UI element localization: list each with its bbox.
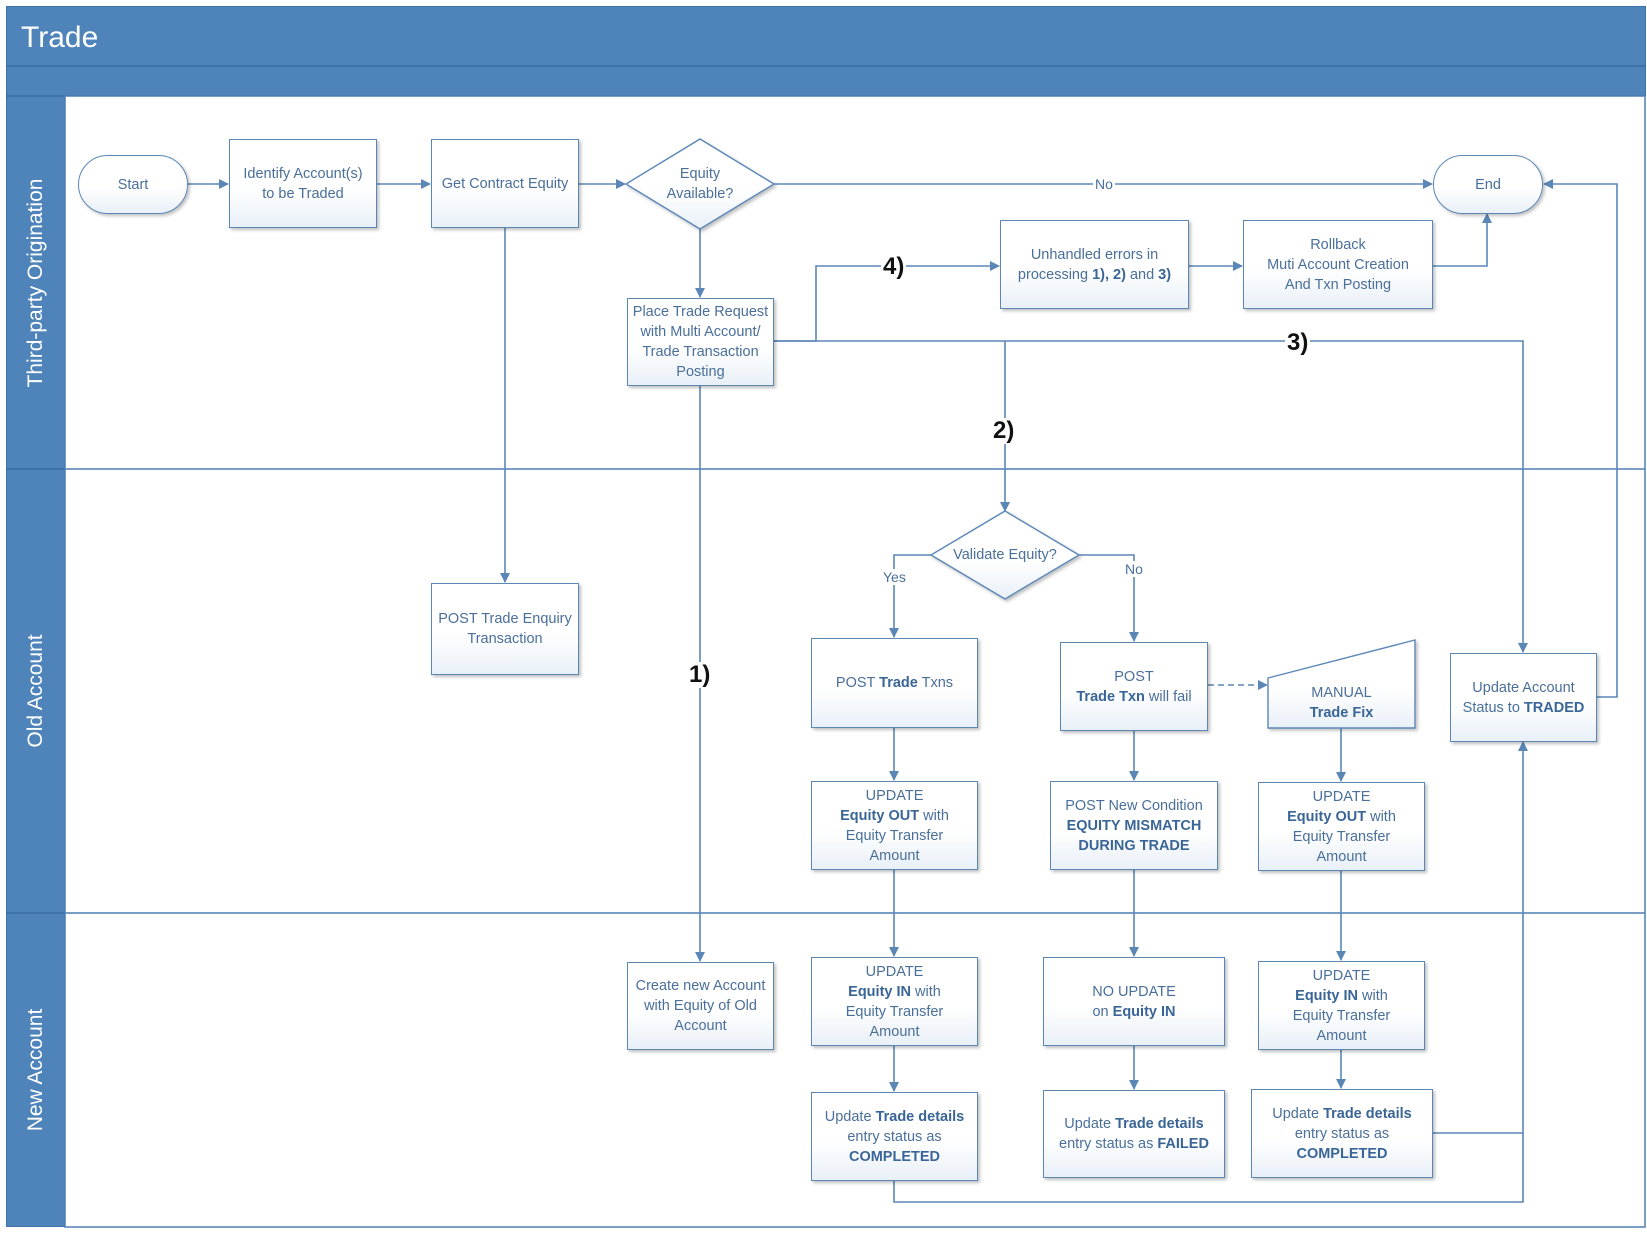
place-trade-request-label: Place Trade Request with Multi Account/ … [632, 304, 769, 380]
create-new-account-node[interactable]: Create new Account with Equity of Old Ac… [627, 962, 774, 1050]
no-update-equity-in-label: NO UPDATE on Equity IN [1092, 983, 1176, 1020]
edge-validate-no [1079, 554, 1139, 642]
post-trade-txns-label: POST Trade Txns [835, 675, 954, 691]
step-label-3: 3) [1285, 329, 1311, 356]
update-equity-in-manual-node[interactable]: UPDATE Equity IN with Equity Transfer Am… [1258, 961, 1425, 1050]
step-label-2: 2) [991, 417, 1017, 444]
validate-equity-label: Validate Equity? [953, 547, 1057, 563]
edge-step3-update-status [774, 340, 1528, 653]
edge-details3-update-status [1433, 741, 1528, 1134]
rollback-label: Rollback Muti Account Creation And Txn P… [1267, 236, 1409, 293]
edge-label-no-validate: No [1123, 561, 1145, 577]
update-trade-details-failed-node[interactable]: Update Trade details entry status as FAI… [1043, 1090, 1225, 1178]
update-trade-details-completed-manual-label: Update Trade details entry status as COM… [1272, 1105, 1412, 1162]
manual-trade-fix-label: MANUAL Trade Fix [1309, 685, 1374, 721]
start-node[interactable]: Start [78, 155, 188, 214]
edge-label-yes: Yes [881, 569, 908, 585]
post-new-condition-node[interactable]: POST New Condition EQUITY MISMATCH DURIN… [1050, 781, 1218, 870]
update-account-status-label: Update Account Status to TRADED [1462, 679, 1585, 716]
edge-validate-yes [889, 554, 931, 638]
update-equity-out-node[interactable]: UPDATE Equity OUT with Equity Transfer A… [811, 781, 978, 870]
end-node[interactable]: End [1433, 155, 1543, 214]
update-equity-out-label: UPDATE Equity OUT with Equity Transfer A… [840, 787, 949, 864]
equity-available-label: Equity Available? [666, 166, 734, 202]
update-equity-out-manual-label: UPDATE Equity OUT with Equity Transfer A… [1287, 788, 1396, 865]
lane-frame [64, 95, 1646, 1228]
update-trade-details-completed-node[interactable]: Update Trade details entry status as COM… [811, 1092, 978, 1181]
lane-header-old-account: Old Account [6, 469, 65, 913]
update-trade-details-completed-label: Update Trade details entry status as COM… [824, 1108, 965, 1165]
create-new-account-label: Create new Account with Equity of Old Ac… [635, 978, 766, 1034]
edge-details1-return [893, 1133, 1524, 1203]
identify-accounts-label: Identify Account(s) to be Traded [243, 165, 363, 202]
equity-available-decision [624, 138, 776, 230]
lane-header-third-party: Third-party Origination [6, 96, 65, 469]
post-trade-enquiry-node[interactable]: POST Trade Enquiry Transaction [431, 583, 579, 675]
post-new-condition-label: POST New Condition EQUITY MISMATCH DURIN… [1065, 797, 1203, 854]
post-trade-txns-node[interactable]: POST Trade Txns [811, 638, 978, 728]
post-trade-txn-fail-label: POST Trade Txn will fail [1076, 668, 1192, 705]
validate-equity-node[interactable]: Validate Equity? [935, 541, 1075, 569]
rollback-node[interactable]: Rollback Muti Account Creation And Txn P… [1243, 220, 1433, 309]
equity-available-node[interactable]: Equity Available? [640, 160, 760, 208]
update-trade-details-completed-manual-node[interactable]: Update Trade details entry status as COM… [1251, 1089, 1433, 1178]
diagram-title: Trade [21, 21, 99, 54]
step-label-1: 1) [687, 661, 713, 688]
update-equity-in-manual-label: UPDATE Equity IN with Equity Transfer Am… [1292, 967, 1391, 1044]
edge-update-status-end [1543, 179, 1618, 698]
lane-header-new-account: New Account [6, 913, 65, 1227]
update-equity-in-node[interactable]: UPDATE Equity IN with Equity Transfer Am… [811, 957, 978, 1046]
decision-shapes [624, 138, 1416, 729]
validate-equity-decision [929, 510, 1081, 600]
post-trade-txn-fail-node[interactable]: POST Trade Txn will fail [1060, 642, 1208, 731]
place-trade-request-node[interactable]: Place Trade Request with Multi Account/ … [627, 298, 774, 386]
get-contract-equity-node[interactable]: Get Contract Equity [431, 139, 579, 228]
get-contract-equity-label: Get Contract Equity [441, 175, 569, 192]
manual-trade-fix-shape [1267, 639, 1416, 729]
update-equity-out-manual-node[interactable]: UPDATE Equity OUT with Equity Transfer A… [1258, 782, 1425, 871]
unhandled-errors-label: Unhandled errors in processing 1), 2) an… [1017, 246, 1172, 283]
update-account-status-node[interactable]: Update Account Status to TRADED [1450, 653, 1597, 742]
edge-rollback-end [1433, 213, 1492, 267]
identify-accounts-node[interactable]: Identify Account(s) to be Traded [229, 139, 377, 228]
connectors [188, 179, 1618, 1203]
manual-trade-fix-node[interactable]: MANUAL Trade Fix [1270, 680, 1413, 726]
edge-label-no-top: No [1093, 176, 1115, 192]
title-bar: Trade [6, 6, 1646, 66]
no-update-equity-in-node[interactable]: NO UPDATE on Equity IN [1043, 957, 1225, 1046]
update-equity-in-label: UPDATE Equity IN with Equity Transfer Am… [845, 963, 944, 1040]
update-trade-details-failed-label: Update Trade details entry status as FAI… [1059, 1116, 1209, 1152]
start-label: Start [117, 176, 149, 193]
end-label: End [1475, 176, 1501, 193]
post-trade-enquiry-label: POST Trade Enquiry Transaction [438, 611, 572, 647]
step-label-4: 4) [881, 253, 907, 280]
unhandled-errors-node[interactable]: Unhandled errors in processing 1), 2) an… [1000, 220, 1189, 309]
